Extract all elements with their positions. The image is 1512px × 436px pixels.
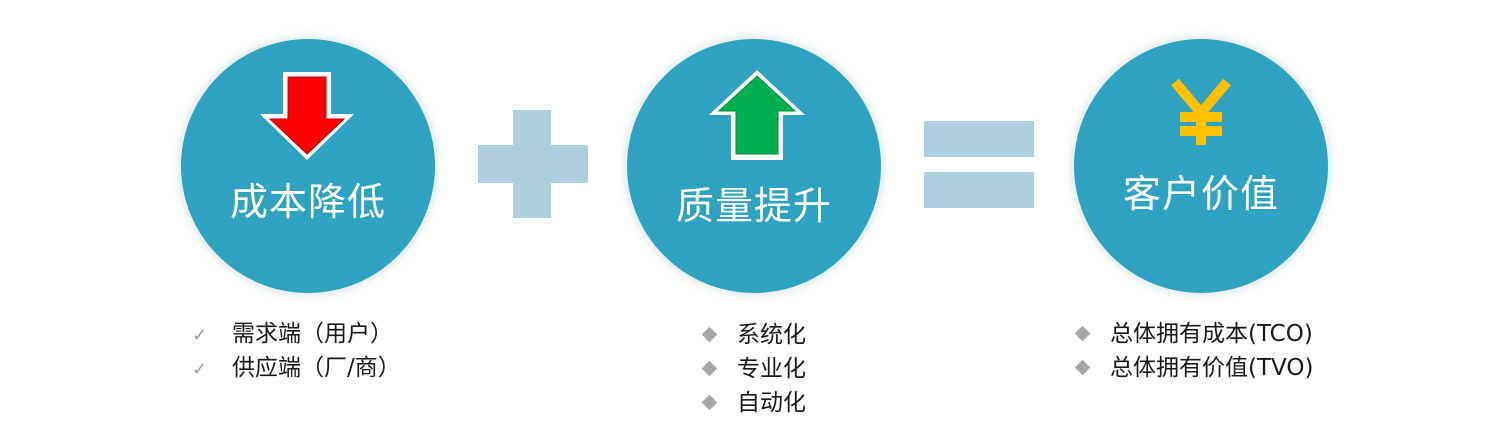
list-item: ✓ 供应端（厂/商） — [192, 351, 401, 385]
list-item: 总体拥有成本(TCO) — [1071, 317, 1313, 351]
up-arrow-icon — [709, 70, 805, 160]
quality-improvement-label: 质量提升 — [675, 184, 832, 228]
list-item-text: 自动化 — [737, 390, 806, 416]
quality-improvement-list: 系统化 专业化 自动化 — [698, 318, 806, 420]
list-item: 总体拥有价值(TVO) — [1071, 351, 1313, 385]
list-item-text: 供应端（厂/商） — [232, 355, 401, 381]
check-icon: ✓ — [192, 325, 208, 346]
list-item: 系统化 — [698, 318, 806, 352]
list-item-text: 总体拥有价值(TVO) — [1110, 355, 1314, 381]
list-item: ✓ 需求端（用户） — [192, 317, 401, 351]
diamond-bullet-icon — [701, 360, 718, 376]
cost-reduction-list: ✓ 需求端（用户） ✓ 供应端（厂/商） — [192, 317, 401, 385]
list-item: 自动化 — [698, 386, 806, 420]
customer-value-list: 总体拥有成本(TCO) 总体拥有价值(TVO) — [1071, 317, 1313, 385]
diamond-bullet-icon — [1074, 359, 1091, 375]
cost-reduction-circle: 成本降低 — [181, 39, 435, 293]
quality-improvement-circle: 质量提升 — [627, 39, 881, 293]
list-item-text: 需求端（用户） — [232, 321, 393, 347]
customer-value-label: 客户价值 — [1122, 172, 1279, 216]
check-icon: ✓ — [192, 359, 208, 380]
diamond-bullet-icon — [701, 394, 718, 410]
customer-value-circle: 客户价值 — [1074, 39, 1328, 293]
list-item-text: 专业化 — [737, 356, 806, 382]
diamond-bullet-icon — [1074, 325, 1091, 341]
down-arrow-icon — [260, 72, 354, 160]
equals-sign-top-bar — [924, 121, 1034, 157]
yen-icon — [1171, 79, 1231, 145]
list-item: 专业化 — [698, 352, 806, 386]
list-item-text: 系统化 — [737, 322, 806, 348]
equals-sign-bottom-bar — [924, 172, 1034, 208]
plus-sign-vertical — [513, 110, 551, 218]
list-item-text: 总体拥有成本(TCO) — [1110, 321, 1313, 347]
diamond-bullet-icon — [701, 326, 718, 342]
cost-reduction-label: 成本降低 — [229, 180, 386, 224]
